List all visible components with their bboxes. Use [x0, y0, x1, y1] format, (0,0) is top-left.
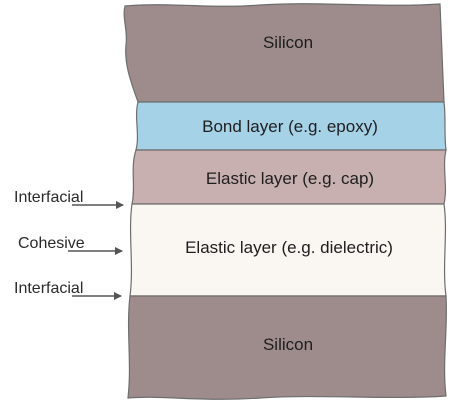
layer-label-bond: Bond layer (e.g. epoxy) [202, 117, 378, 136]
failure-label-cohesive: Cohesive [18, 235, 85, 252]
layer-label-silicon-top: Silicon [263, 33, 313, 52]
silicon-bottom-layer [127, 295, 448, 400]
layer-label-elastic-cap: Elastic layer (e.g. cap) [206, 169, 374, 188]
layer-label-silicon-bottom: Silicon [263, 335, 313, 354]
silicon-top-layer [123, 3, 445, 103]
failure-label-interfacial-upper: Interfacial [14, 189, 83, 206]
failure-label-interfacial-lower: Interfacial [14, 280, 83, 297]
layer-label-elastic-dielectric: Elastic layer (e.g. dielectric) [185, 238, 393, 257]
